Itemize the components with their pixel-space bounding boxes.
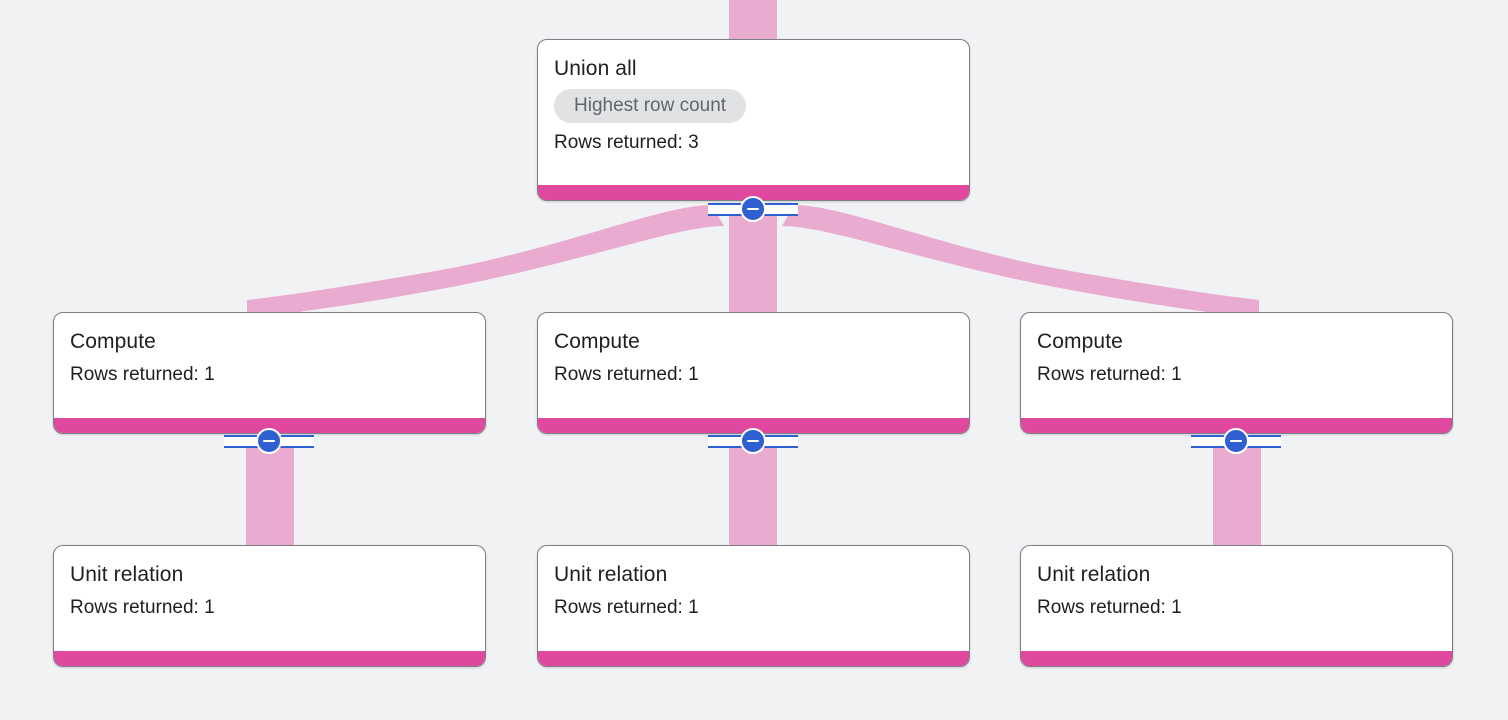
toggle-rail-left [708,434,742,448]
node-title: Compute [1037,330,1123,353]
node-accent-bar [538,185,969,200]
node-accent-bar [1021,418,1452,433]
collapse-toggle-compute-center[interactable] [708,428,798,454]
node-unit-relation-right[interactable]: Unit relation Rows returned: 1 [1020,545,1453,667]
node-title: Union all [554,57,637,80]
node-accent-bar [54,651,485,666]
node-rows-returned: Rows returned: 1 [70,597,215,618]
node-body: Compute Rows returned: 1 [54,313,485,418]
node-accent-bar [538,418,969,433]
node-title: Unit relation [554,563,668,586]
edge-compute-center-to-unit [729,437,777,547]
toggle-rail-left [708,202,742,216]
node-title: Unit relation [70,563,184,586]
toggle-rail-left [1191,434,1225,448]
toggle-rail-right [280,434,314,448]
node-unit-relation-left[interactable]: Unit relation Rows returned: 1 [53,545,486,667]
node-compute-right[interactable]: Compute Rows returned: 1 [1020,312,1453,434]
collapse-toggle-union-all[interactable] [708,196,798,222]
edge-union-to-compute-center [729,205,777,315]
node-body: Unit relation Rows returned: 1 [1021,546,1452,651]
edge-compute-right-to-unit [1213,437,1261,547]
minus-circle-icon[interactable] [1223,428,1249,454]
minus-circle-icon[interactable] [740,428,766,454]
collapse-toggle-compute-right[interactable] [1191,428,1281,454]
edge-inflow-top [729,0,777,44]
node-accent-bar [1021,651,1452,666]
node-compute-left[interactable]: Compute Rows returned: 1 [53,312,486,434]
node-rows-returned: Rows returned: 1 [554,364,699,385]
node-body: Unit relation Rows returned: 1 [54,546,485,651]
node-body: Compute Rows returned: 1 [1021,313,1452,418]
toggle-rail-left [224,434,258,448]
node-body: Compute Rows returned: 1 [538,313,969,418]
node-badge-row: Highest row count [554,89,953,123]
node-accent-bar [54,418,485,433]
edge-union-to-compute-left [247,205,724,318]
node-body: Union all Highest row count Rows returne… [538,40,969,185]
edge-compute-left-to-unit [246,437,294,547]
node-accent-bar [538,651,969,666]
node-title: Compute [554,330,640,353]
minus-circle-icon[interactable] [256,428,282,454]
node-body: Unit relation Rows returned: 1 [538,546,969,651]
node-union-all[interactable]: Union all Highest row count Rows returne… [537,39,970,201]
toggle-rail-right [764,202,798,216]
node-unit-relation-center[interactable]: Unit relation Rows returned: 1 [537,545,970,667]
status-badge: Highest row count [554,89,747,123]
minus-circle-icon[interactable] [740,196,766,222]
collapse-toggle-compute-left[interactable] [224,428,314,454]
node-title: Compute [70,330,156,353]
node-compute-center[interactable]: Compute Rows returned: 1 [537,312,970,434]
toggle-rail-right [1247,434,1281,448]
node-title: Unit relation [1037,563,1151,586]
toggle-rail-right [764,434,798,448]
node-rows-returned: Rows returned: 1 [1037,364,1182,385]
node-rows-returned: Rows returned: 1 [1037,597,1182,618]
edge-union-to-compute-right [782,205,1259,318]
node-rows-returned: Rows returned: 3 [554,132,699,153]
node-rows-returned: Rows returned: 1 [554,597,699,618]
node-rows-returned: Rows returned: 1 [70,364,215,385]
